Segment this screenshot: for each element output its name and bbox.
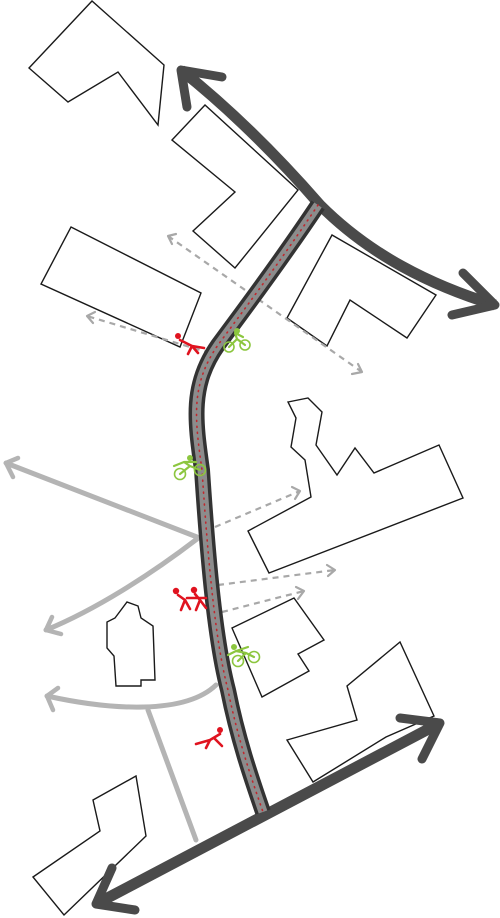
pedestrian-icon: [172, 586, 208, 612]
main-street-center-dots: [195, 204, 319, 813]
major-route-north-arrowhead-end: [447, 268, 500, 320]
minor-route-south-curve: [44, 682, 219, 710]
dashed-link-east-lower: [221, 589, 305, 614]
major-routes-layer: [91, 65, 500, 915]
minor-route-south-branch: [145, 707, 199, 843]
major-route-south-arrowhead-start: [91, 863, 140, 915]
building-large-right: [247, 397, 464, 574]
cyclist-icon: [226, 644, 261, 668]
minor-route-west-arrowhead: [3, 455, 21, 480]
cyclist-icon: [223, 328, 251, 353]
main-street: [188, 200, 325, 815]
dashed-link-east-upper: [214, 489, 301, 529]
minor-routes-layer: [3, 455, 219, 843]
building-small-center-right: [231, 597, 326, 698]
dashed-link-east-middle-head: [325, 563, 337, 578]
building-bottom-right: [285, 640, 435, 783]
dashed-link-west-head: [85, 310, 97, 325]
minor-route-southwest-arrowhead: [43, 614, 64, 637]
dashed-link-north-diagonal-head-b: [350, 362, 364, 376]
building-mid-left: [40, 226, 202, 348]
dashed-link-north-diagonal-head-a: [166, 232, 178, 246]
pedestrians-layer: [172, 333, 224, 750]
dashed-link-east-upper-head: [290, 485, 302, 501]
pedestrian-icon: [175, 333, 206, 356]
major-route-north: [177, 65, 497, 311]
building-top-left: [27, 0, 165, 127]
dashed-connections-layer: [85, 232, 364, 614]
cyclist-icon: [172, 455, 207, 481]
minor-route-south-curve-arrowhead: [44, 685, 61, 713]
buildings-layer: [27, 0, 464, 917]
building-mid-right: [286, 234, 438, 348]
minor-route-southwest: [43, 536, 200, 633]
building-chapel: [106, 601, 156, 687]
building-bottom-left: [31, 774, 147, 917]
pedestrian-icon: [194, 727, 224, 750]
major-route-north-arrowhead-start: [176, 65, 227, 112]
major-route-south: [93, 718, 443, 909]
minor-route-west: [3, 460, 200, 540]
building-top-center: [170, 104, 299, 270]
major-route-south-arrowhead-end: [395, 713, 445, 764]
dashed-link-east-middle: [217, 568, 336, 587]
dashed-link-east-lower-head: [294, 585, 306, 601]
cyclists-layer: [172, 328, 261, 668]
